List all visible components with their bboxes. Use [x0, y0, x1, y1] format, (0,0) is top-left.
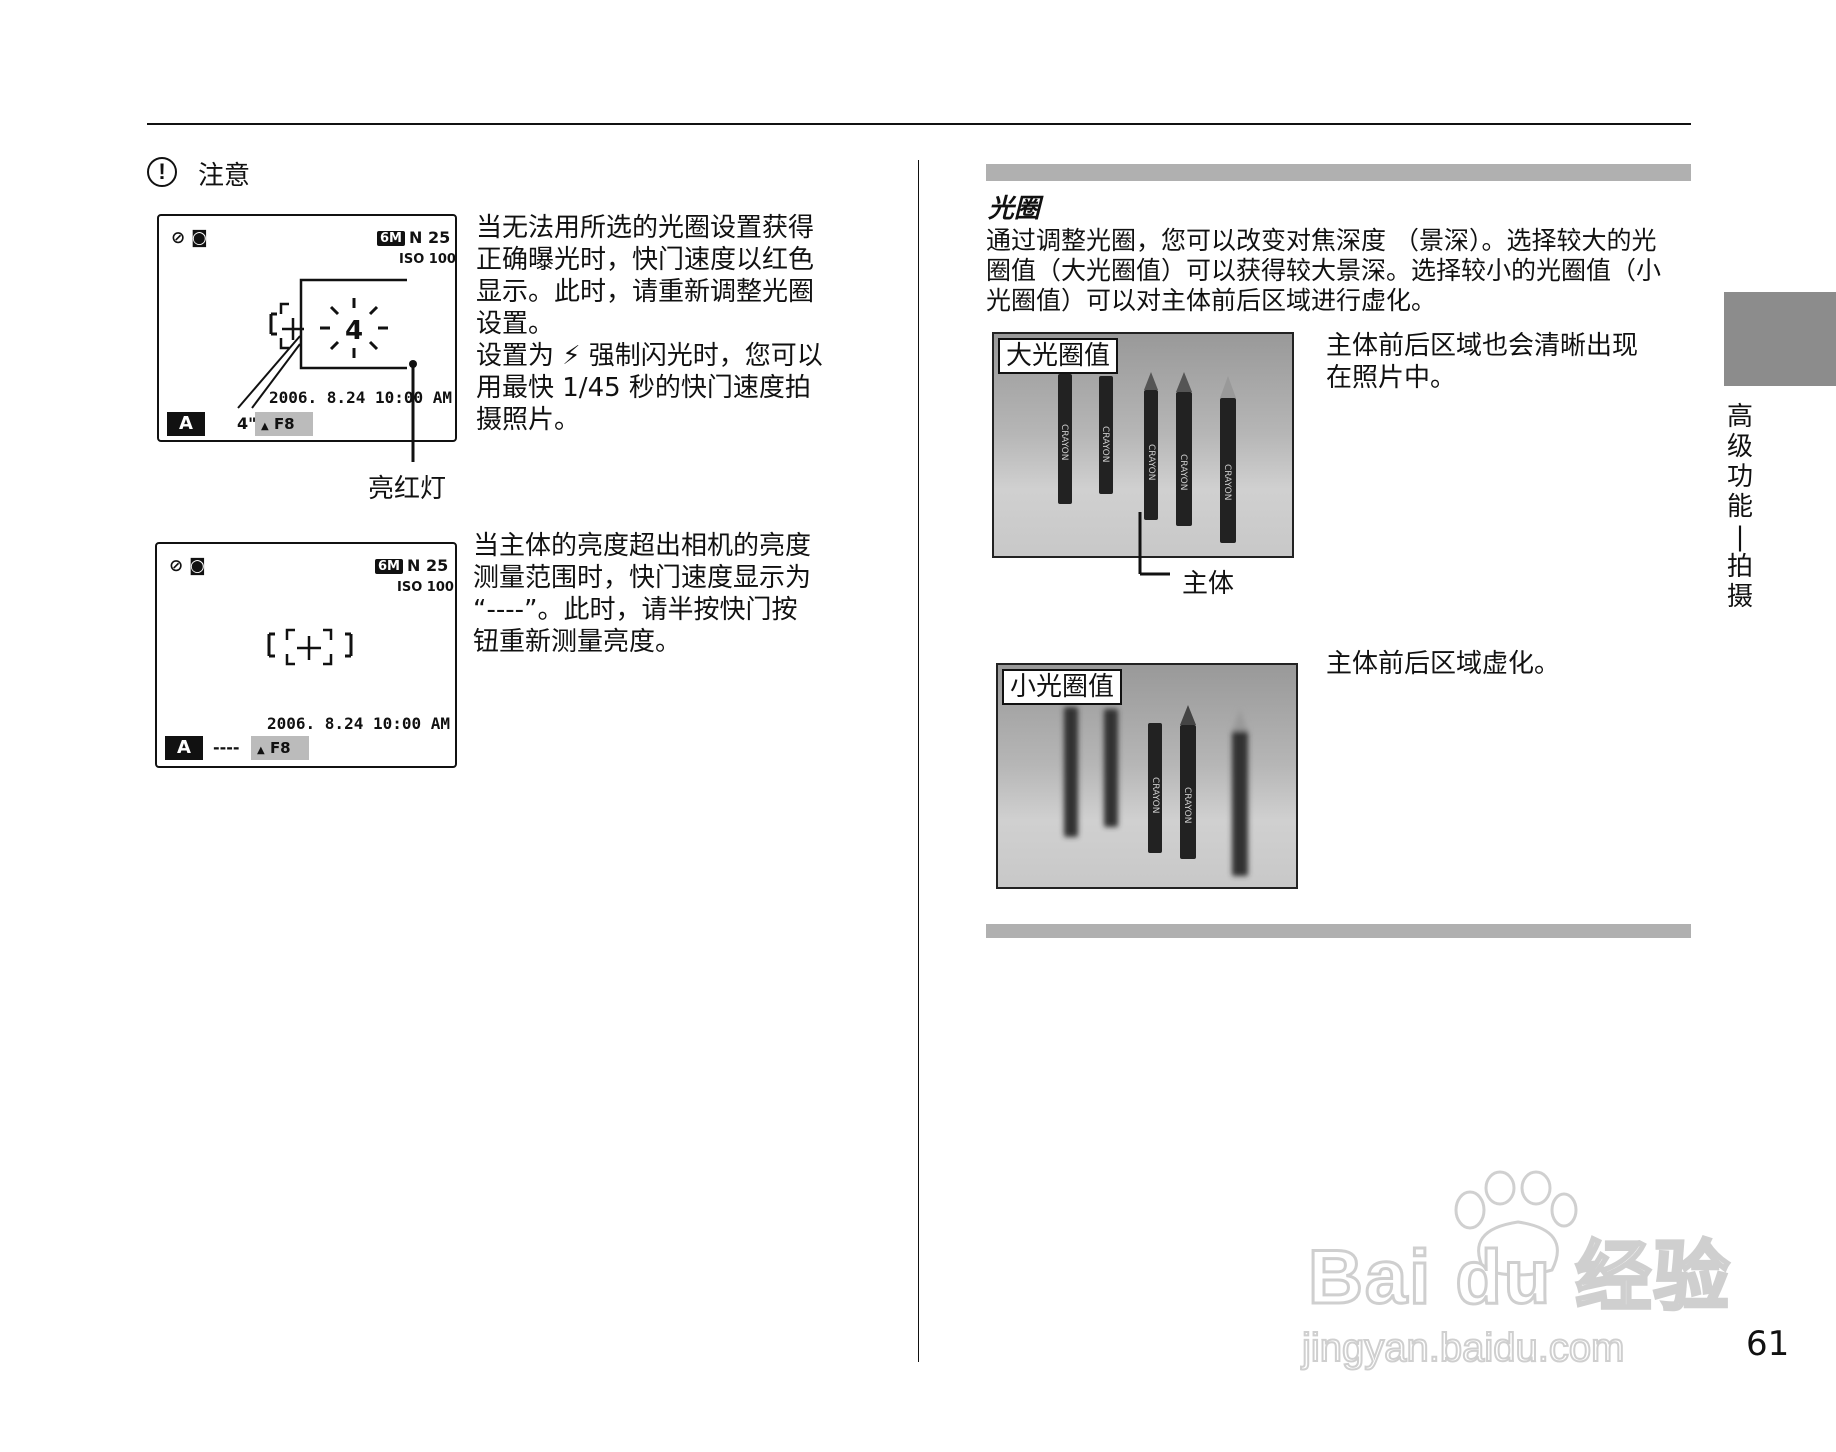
countdown-number: 4 [345, 316, 364, 346]
small-aperture-label: 小光圈值 [1002, 669, 1123, 705]
aperture-value: F8 [273, 415, 295, 433]
large-aperture-caption: 主体前后区域也会清晰出现 在照片中。 [1326, 331, 1639, 393]
top-rule [147, 123, 1691, 125]
watermark-logo: Bai du 经验 [1306, 1235, 1732, 1320]
frame-count: N 25 [409, 228, 451, 247]
large-aperture-label: 大光圈值 [998, 338, 1119, 374]
svg-text:CRAYON: CRAYON [1100, 426, 1110, 462]
flash-off-icon: ⊘ ◙ [171, 228, 208, 248]
svg-text:CRAYON: CRAYON [1146, 444, 1156, 480]
section-body: 通过调整光圈，您可以改变对焦深度 （景深）。选择较大的光 圈值（大光圈值）可以获… [986, 226, 1662, 315]
lcd-screen-out-of-range: ⊘ ◙ 6M N 25 ISO 100 2006. 8.24 10:00 AM … [155, 542, 457, 768]
page-number: 61 [1746, 1324, 1790, 1364]
section-title: 光圈 [988, 194, 1041, 224]
paw-logo-icon [1454, 1170, 1578, 1277]
chapter-tab-label: 高 级 功 能 | 拍 摄 [1727, 402, 1754, 612]
svg-text:CRAYON: CRAYON [1150, 777, 1160, 813]
date-time: 2006. 8.24 10:00 AM [269, 388, 453, 407]
red-light-callout: 亮红灯 [368, 474, 447, 504]
date-time: 2006. 8.24 10:00 AM [267, 714, 451, 733]
column-divider [918, 160, 919, 1362]
chapter-tab [1724, 292, 1836, 386]
watermark-url: jingyan.baidu.com [1301, 1326, 1625, 1370]
caution-icon: ! [147, 157, 177, 187]
svg-text:CRAYON: CRAYON [1178, 454, 1188, 490]
section-bottom-bar [986, 924, 1691, 938]
mode-indicator: A [165, 736, 203, 760]
image-size-badge: 6M [377, 231, 405, 246]
focus-frame [267, 628, 353, 666]
frame-count: N 25 [407, 556, 449, 575]
svg-text:CRAYON: CRAYON [1182, 787, 1192, 823]
svg-text:CRAYON: CRAYON [1222, 464, 1232, 500]
large-aperture-photo: CRAYON CRAYON CRAYON CRAYON CRAYON 大光圈值 [992, 332, 1294, 558]
image-size-badge: 6M [375, 559, 403, 574]
aperture-value: F8 [269, 739, 291, 757]
iso-value: ISO 100 [399, 252, 456, 267]
focus-frame-countdown [269, 278, 407, 370]
section-top-bar [986, 164, 1691, 181]
small-aperture-photo: CRAYON CRAYON 小光圈值 [996, 663, 1298, 889]
lcd-screen-overexposed: ⊘ ◙ 6M N 25 ISO 100 4 2006. 8.24 10:00 A… [157, 214, 457, 442]
out-of-range-note: 当主体的亮度超出相机的亮度 测量范围时，快门速度显示为 “----”。此时，请半… [473, 531, 812, 657]
subject-label: 主体 [1182, 569, 1235, 599]
mode-indicator: A [167, 412, 205, 436]
flash-off-icon: ⊘ ◙ [169, 556, 206, 576]
crayons-sharp: CRAYON CRAYON CRAYON CRAYON CRAYON [1058, 372, 1236, 543]
callout-lines [237, 335, 417, 462]
svg-text:CRAYON: CRAYON [1059, 424, 1069, 460]
note-title: 注意 [198, 161, 251, 191]
small-aperture-caption: 主体前后区域虚化。 [1326, 649, 1561, 679]
crayons-blurred: CRAYON CRAYON [1064, 705, 1248, 876]
shutter-speed: 4" [237, 414, 257, 433]
shutter-speed: ---- [213, 738, 240, 757]
overexposure-note: 当无法用所选的光圈设置获得 正确曝光时，快门速度以红色 显示。此时，请重新调整光… [476, 213, 823, 435]
subject-pointer [1138, 512, 1170, 576]
iso-value: ISO 100 [397, 580, 454, 595]
